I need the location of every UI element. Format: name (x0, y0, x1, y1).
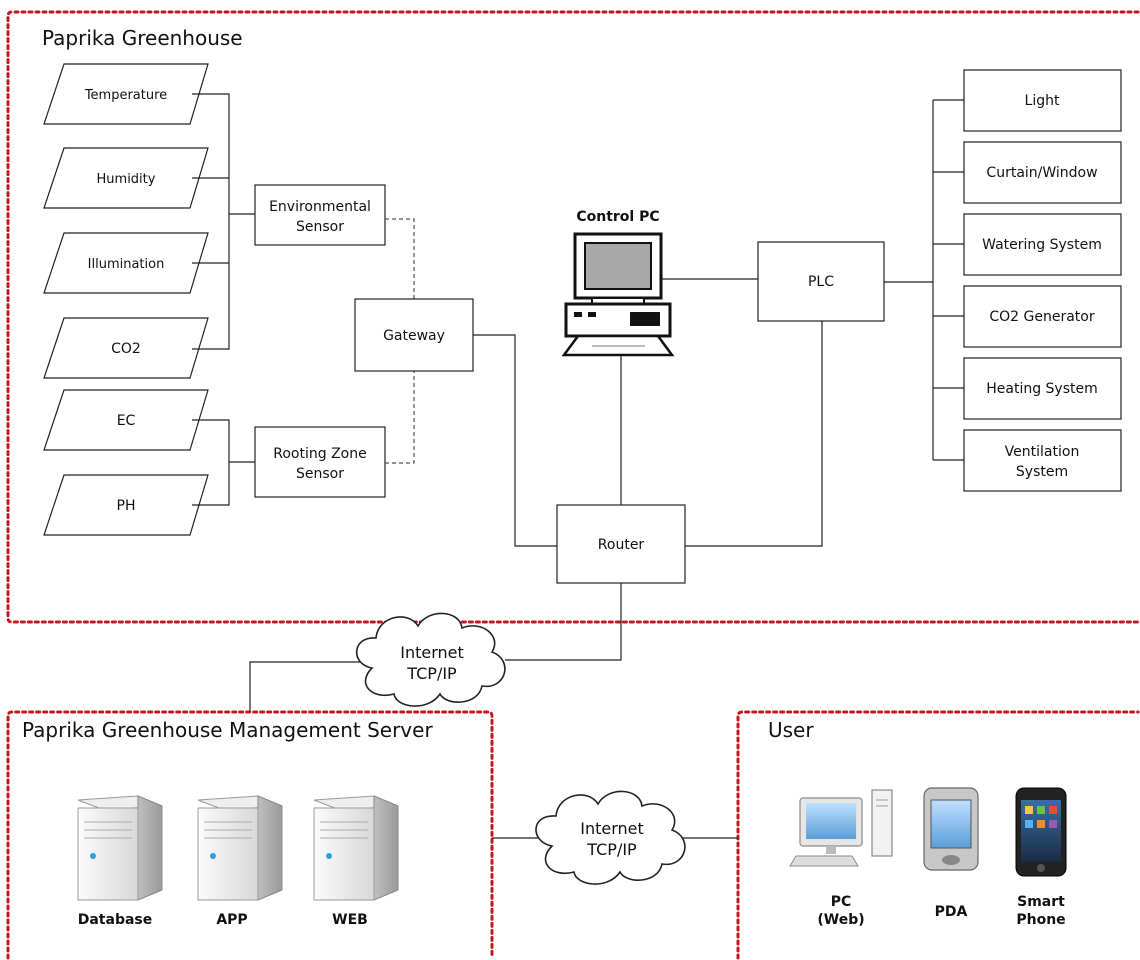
rooting-zone-sensor-box: Rooting Zone Sensor (254, 426, 386, 498)
internet-bottom-line1: Internet (580, 819, 644, 838)
router-box: Router (556, 504, 686, 584)
server-tower-icon (313, 795, 399, 901)
sensor-label: EC (117, 413, 136, 429)
app-server: APP (197, 795, 283, 928)
server-tower-icon (77, 795, 163, 901)
sensor-humidity: Humidity (43, 147, 209, 209)
rooting-zone-sensor-line1: Rooting Zone (273, 446, 366, 462)
sensor-label: CO2 (111, 341, 141, 357)
gateway-box: Gateway (354, 298, 474, 372)
user-device-pda: PDA (923, 787, 979, 920)
user-device-smartphone: Smart Phone (1015, 787, 1067, 928)
device-label: Smart (1017, 894, 1065, 910)
control-pc: Control PC (561, 209, 675, 357)
plc-router-link (685, 321, 823, 547)
internet-bottom-line2: TCP/IP (586, 840, 637, 859)
server-label: Database (78, 912, 153, 928)
actuator-connectors (884, 99, 964, 461)
greenhouse-region (6, 10, 1140, 624)
sensor-temperature: Temperature (43, 63, 209, 125)
environmental-sensor-line1: Environmental (269, 199, 371, 215)
server-label: APP (216, 912, 247, 928)
sensor-ph: PH (43, 474, 209, 536)
device-label-line2: (Web) (817, 912, 864, 928)
greenhouse-title: Paprika Greenhouse (42, 26, 243, 50)
user-device-pc: PC (Web) (789, 789, 893, 928)
sensor-illumination: Illumination (43, 232, 209, 294)
actuator-label: Ventilation (1005, 444, 1080, 460)
sensor-label: PH (117, 498, 136, 514)
server-label: WEB (332, 912, 368, 928)
actuator-label: Heating System (986, 381, 1098, 397)
internet-top-line2: TCP/IP (406, 664, 457, 683)
server-title: Paprika Greenhouse Management Server (22, 718, 433, 742)
web-server: WEB (313, 795, 399, 928)
sensor-co2: CO2 (43, 317, 209, 379)
device-label: PC (831, 894, 852, 910)
actuator-label: Curtain/Window (986, 165, 1097, 181)
environmental-sensor-box: Environmental Sensor (254, 184, 386, 246)
control-pc-icon (561, 232, 675, 357)
actuator-heating-system: Heating System (963, 357, 1122, 420)
sensor-label: Illumination (88, 257, 165, 272)
internet-top-line1: Internet (400, 643, 464, 662)
plc-box: PLC (757, 241, 885, 322)
sensor-label: Temperature (84, 88, 167, 103)
device-label: PDA (935, 904, 968, 920)
environmental-sensor-line2: Sensor (296, 219, 344, 235)
rooting-zone-sensor-line2: Sensor (296, 466, 344, 482)
desktop-pc-icon (789, 789, 893, 867)
actuator-light: Light (963, 69, 1122, 132)
internet-cloud-top: Internet TCP/IP (355, 612, 506, 707)
gateway-router-link (473, 334, 557, 547)
actuator-label: Watering System (982, 237, 1102, 253)
router-label: Router (598, 537, 645, 553)
actuator-watering-system: Watering System (963, 213, 1122, 276)
actuator-label-line2: System (1016, 464, 1068, 480)
internet-cloud-bottom: Internet TCP/IP (535, 790, 686, 885)
actuator-label: Light (1025, 93, 1060, 109)
actuator-co2-generator: CO2 Generator (963, 285, 1122, 348)
router-internet-link (505, 583, 622, 661)
device-label-line2: Phone (1016, 912, 1065, 928)
actuator-label: CO2 Generator (989, 309, 1094, 325)
sensor-label: Humidity (97, 172, 156, 187)
plc-label: PLC (808, 274, 834, 290)
pda-icon (923, 787, 979, 871)
internet-server-link (249, 661, 372, 712)
server-tower-icon (197, 795, 283, 901)
actuator-curtain-window: Curtain/Window (963, 141, 1122, 204)
control-pc-label: Control PC (576, 209, 659, 225)
gateway-dashed-links (385, 218, 415, 464)
smartphone-icon (1015, 787, 1067, 877)
sensor-ec: EC (43, 389, 209, 451)
sensor-connectors (192, 93, 255, 506)
user-title: User (768, 718, 814, 742)
user-region (736, 710, 1140, 960)
gateway-label: Gateway (383, 328, 445, 344)
actuator-ventilation-system: Ventilation System (963, 429, 1122, 492)
database-server: Database (77, 795, 163, 928)
